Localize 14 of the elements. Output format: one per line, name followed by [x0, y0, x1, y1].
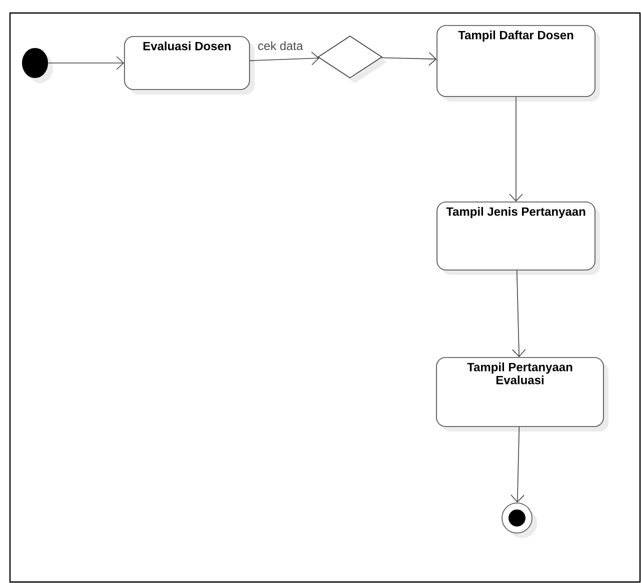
- arrow: [512, 270, 526, 358]
- arrow: [380, 52, 437, 66]
- arrow: [250, 52, 320, 66]
- decision-diamond: [317, 36, 387, 83]
- start-node: [22, 48, 53, 83]
- action-box: Tampil Daftar Dosen: [436, 25, 600, 102]
- action-box: Evaluasi Dosen: [124, 36, 254, 94]
- arrow: [48, 56, 124, 70]
- action-box: Tampil Pertanyaan Evaluasi: [436, 357, 608, 432]
- end-node: [502, 502, 537, 538]
- arrow: [509, 96, 523, 202]
- action-box: Tampil Jenis Pertanyaan: [436, 202, 600, 275]
- edge-label: cek data: [256, 40, 304, 52]
- arrow: [510, 426, 524, 503]
